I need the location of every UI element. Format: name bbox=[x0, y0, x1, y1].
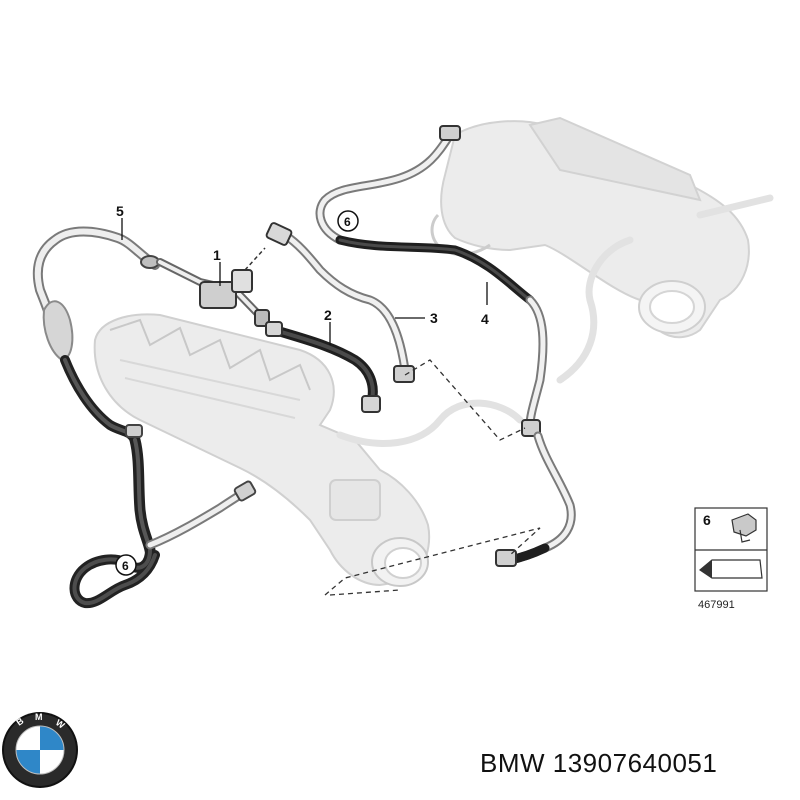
parts-legend: 6 467991 bbox=[694, 507, 768, 611]
ghost-pipes bbox=[336, 194, 774, 447]
callout-1: 1 bbox=[213, 247, 221, 263]
callout-5: 5 bbox=[116, 203, 124, 219]
callout-2: 2 bbox=[324, 307, 332, 323]
callout-leaders bbox=[121, 218, 488, 345]
bmw-logo: B M W bbox=[2, 712, 78, 788]
callout-6-circle-top: 6 bbox=[337, 210, 359, 232]
legend-item-number: 6 bbox=[703, 512, 711, 528]
callout-6-top: 6 bbox=[344, 215, 351, 229]
hose-2 bbox=[265, 321, 381, 413]
hose-5 bbox=[32, 226, 257, 609]
svg-text:B: B bbox=[14, 715, 25, 727]
part-number-caption: BMW 13907640051 bbox=[480, 748, 718, 778]
clip-icon bbox=[731, 513, 757, 543]
intake-manifold bbox=[93, 313, 431, 587]
callout-6-bottom: 6 bbox=[122, 559, 129, 573]
callout-3: 3 bbox=[430, 310, 438, 326]
callout-6-circle-bottom: 6 bbox=[115, 554, 137, 576]
svg-text:M: M bbox=[35, 712, 43, 722]
hose-3 bbox=[265, 222, 415, 383]
arrow-icon bbox=[698, 559, 763, 579]
air-intake-duct bbox=[430, 116, 750, 339]
callout-4: 4 bbox=[481, 311, 489, 327]
connection-guides bbox=[324, 359, 541, 596]
hose-4 bbox=[315, 125, 576, 567]
legend-reference-number: 467991 bbox=[698, 599, 735, 611]
valve-1 bbox=[156, 247, 270, 327]
